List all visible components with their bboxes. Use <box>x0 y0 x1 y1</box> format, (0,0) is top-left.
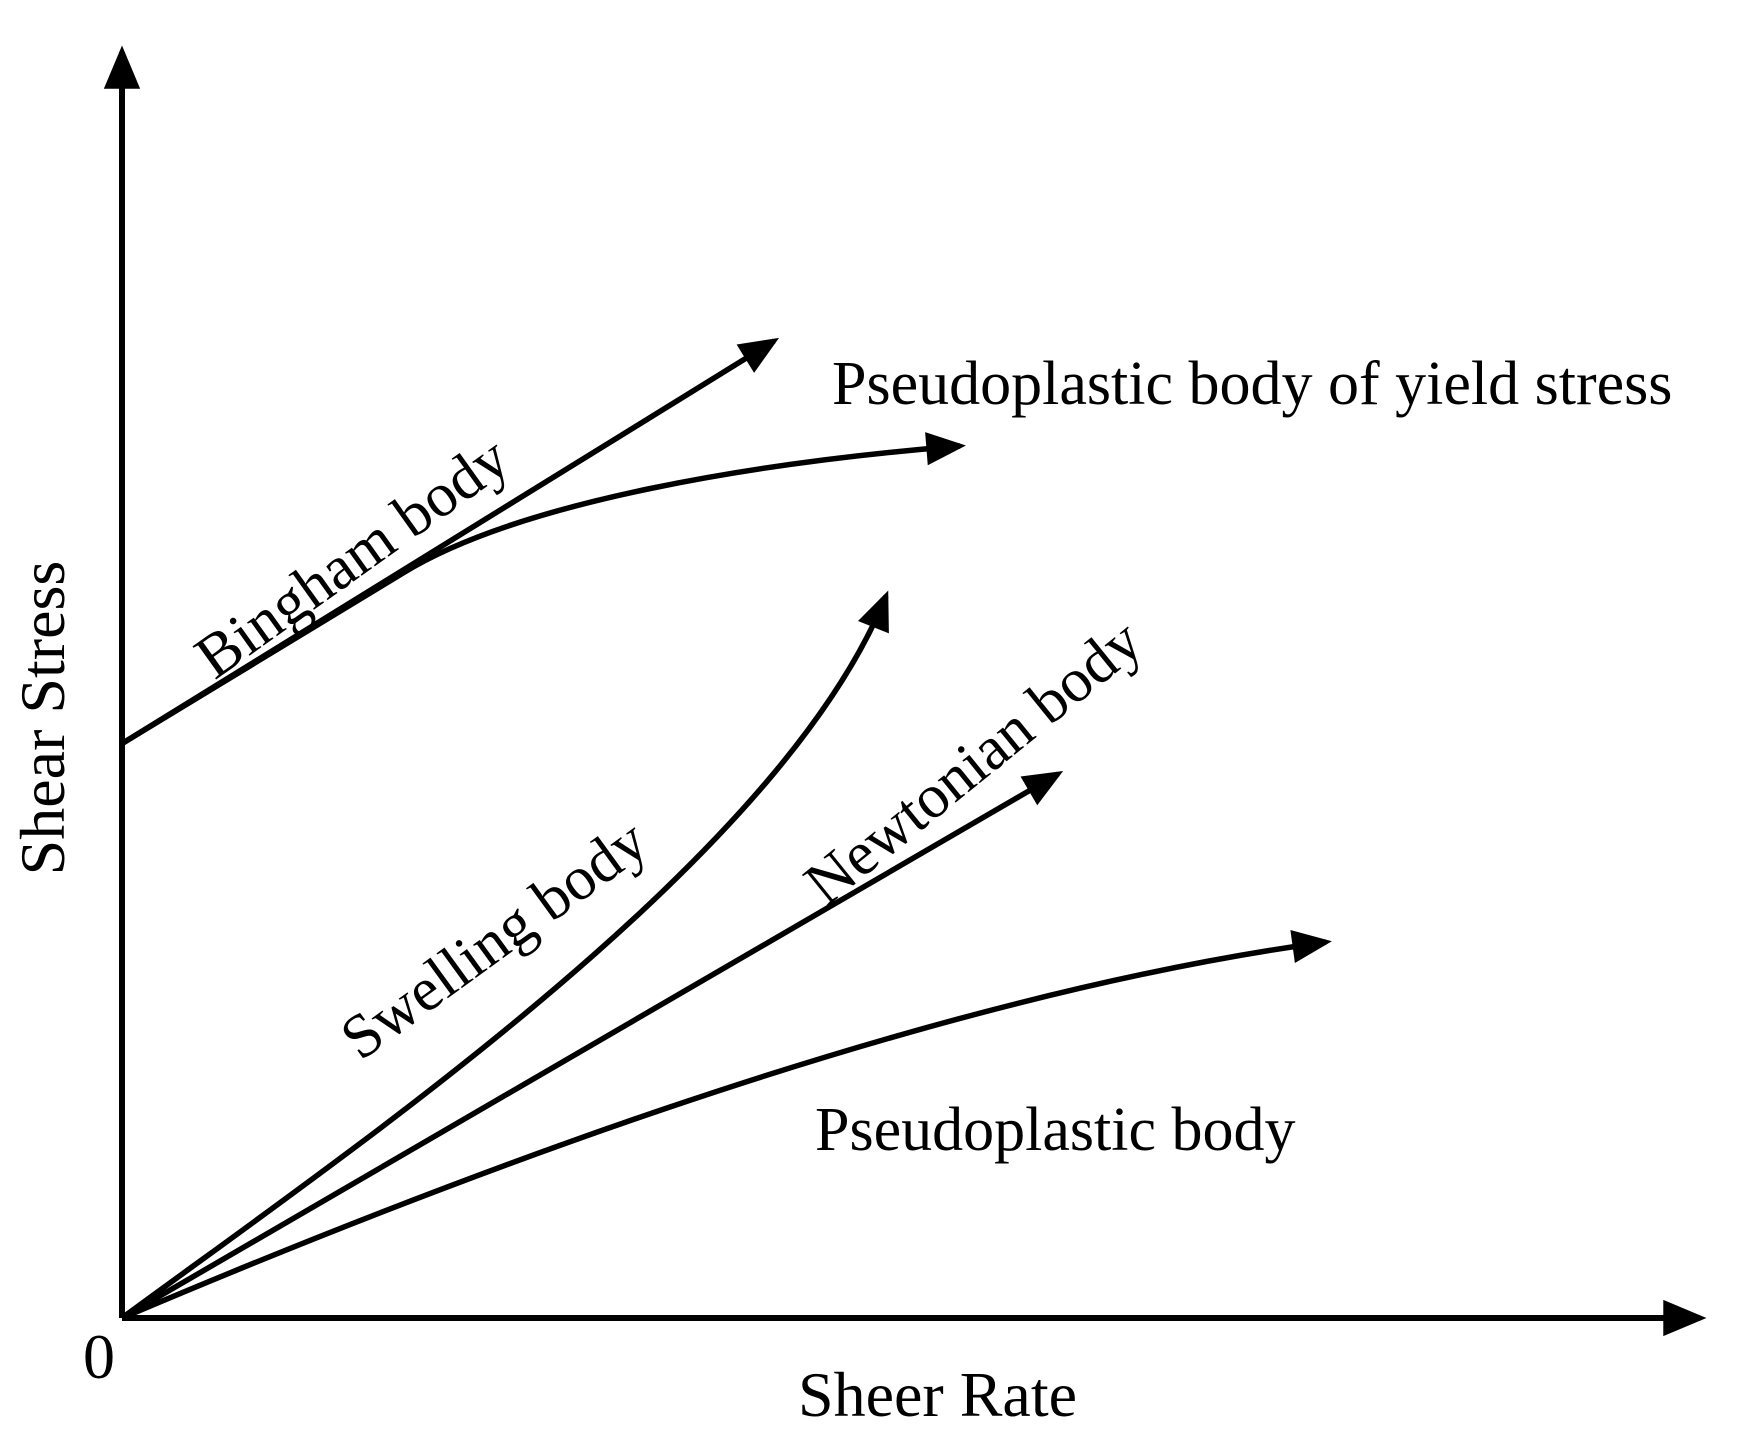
origin-label: 0 <box>83 1321 115 1392</box>
bingham-label: Bingham body <box>183 424 521 692</box>
y-axis-label: Shear Stress <box>7 561 78 876</box>
x-axis-label: Sheer Rate <box>798 1359 1077 1430</box>
newtonian-line <box>120 771 1064 1321</box>
swelling-curve <box>120 590 889 1321</box>
newtonian-label: Newtonian body <box>792 607 1155 919</box>
pseudoplastic-label: Pseudoplastic body <box>815 1096 1295 1164</box>
yield-pseudoplastic-label: Pseudoplastic body of yield stress <box>832 350 1672 418</box>
yield-pseudoplastic-curve <box>121 432 966 746</box>
pseudoplastic-curve <box>120 930 1332 1321</box>
